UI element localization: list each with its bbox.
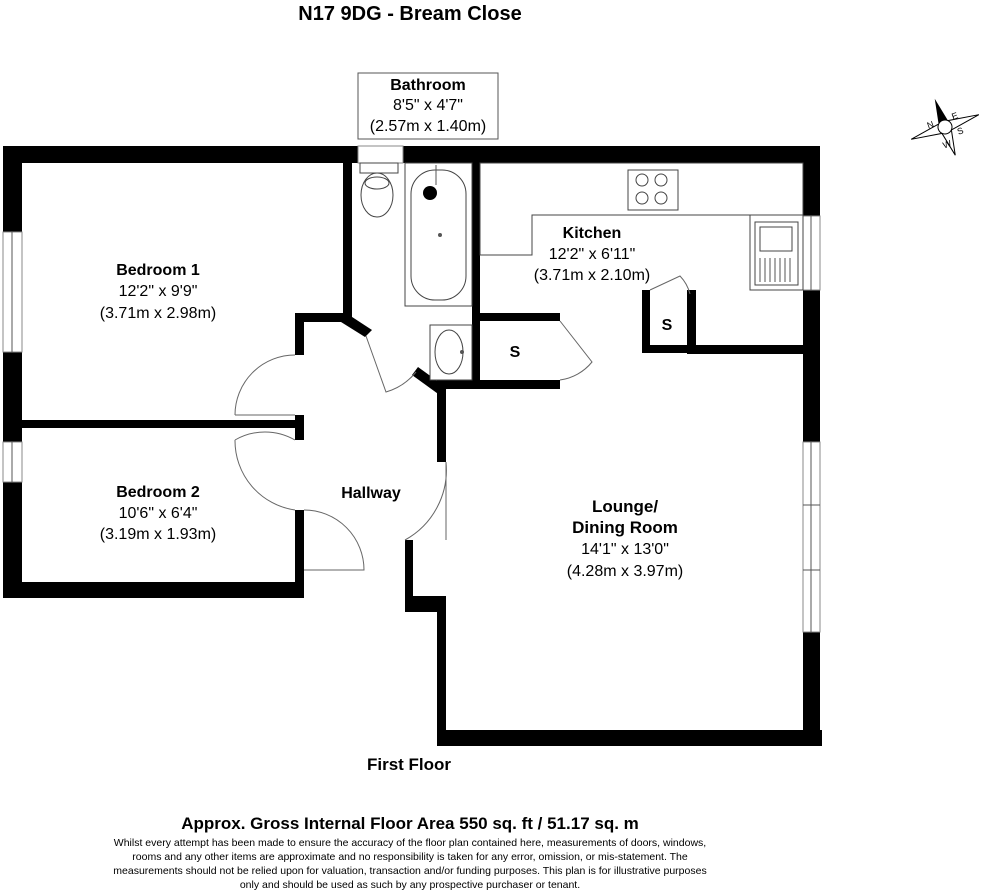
- storage-label-kitchen: S: [662, 317, 673, 334]
- compass-w: W: [941, 138, 953, 150]
- storage-label: S: [510, 344, 521, 361]
- compass-s: S: [956, 125, 965, 136]
- toilet-icon: [359, 162, 399, 218]
- floor-area: Approx. Gross Internal Floor Area 550 sq…: [181, 814, 639, 833]
- bedroom1-name: Bedroom 1: [116, 262, 200, 279]
- bathtub-icon: [404, 162, 473, 307]
- bedroom2-metric: (3.19m x 1.93m): [100, 526, 216, 543]
- walls: [3, 146, 822, 746]
- kitchen-name: Kitchen: [563, 225, 622, 242]
- hallway-name: Hallway: [341, 485, 401, 502]
- lounge-label: Lounge/ Dining Room 14'1" x 13'0" (4.28m…: [567, 497, 683, 580]
- plan-title: N17 9DG - Bream Close: [298, 3, 521, 25]
- bathroom-imperial: 8'5" x 4'7": [393, 97, 463, 114]
- compass-e: E: [950, 110, 959, 121]
- bedroom1-label: Bedroom 1 12'2" x 9'9" (3.71m x 2.98m): [100, 262, 216, 322]
- disclaimer-line: rooms and any other items are approximat…: [132, 851, 688, 863]
- bathroom-name: Bathroom: [390, 77, 466, 94]
- disclaimer-line: measurements should not be relied upon f…: [113, 865, 706, 877]
- bedroom1-imperial: 12'2" x 9'9": [119, 283, 198, 300]
- windows: [2, 145, 821, 633]
- bathroom-metric: (2.57m x 1.40m): [370, 118, 486, 135]
- lounge-name-line2: Dining Room: [572, 518, 678, 537]
- kitchen-imperial: 12'2" x 6'11": [549, 246, 636, 263]
- basin-icon: [429, 324, 473, 381]
- kitchen-metric: (3.71m x 2.10m): [534, 267, 650, 284]
- bedroom2-imperial: 10'6" x 6'4": [119, 505, 198, 522]
- bedroom1-metric: (3.71m x 2.98m): [100, 305, 216, 322]
- bedroom2-name: Bedroom 2: [116, 484, 200, 501]
- doors: [234, 275, 691, 571]
- disclaimer: Whilst every attempt has been made to en…: [113, 837, 706, 891]
- disclaimer-line: Whilst every attempt has been made to en…: [114, 837, 706, 849]
- lounge-name-line1: Lounge/: [592, 497, 658, 516]
- bedroom2-label: Bedroom 2 10'6" x 6'4" (3.19m x 1.93m): [100, 484, 216, 543]
- lounge-imperial: 14'1" x 13'0": [581, 541, 669, 558]
- sink-icon: [754, 221, 799, 286]
- lounge-metric: (4.28m x 3.97m): [567, 563, 683, 580]
- kitchen-label: Kitchen 12'2" x 6'11" (3.71m x 2.10m): [534, 225, 650, 284]
- compass-n: N: [926, 119, 936, 131]
- disclaimer-line: only and should be used as such by any p…: [240, 879, 580, 891]
- bathroom-label: Bathroom 8'5" x 4'7" (2.57m x 1.40m): [357, 72, 499, 140]
- compass-icon: N E S W: [910, 98, 980, 156]
- floor-label: First Floor: [367, 755, 451, 774]
- hob-icon: [627, 169, 679, 211]
- fixtures: [359, 162, 804, 381]
